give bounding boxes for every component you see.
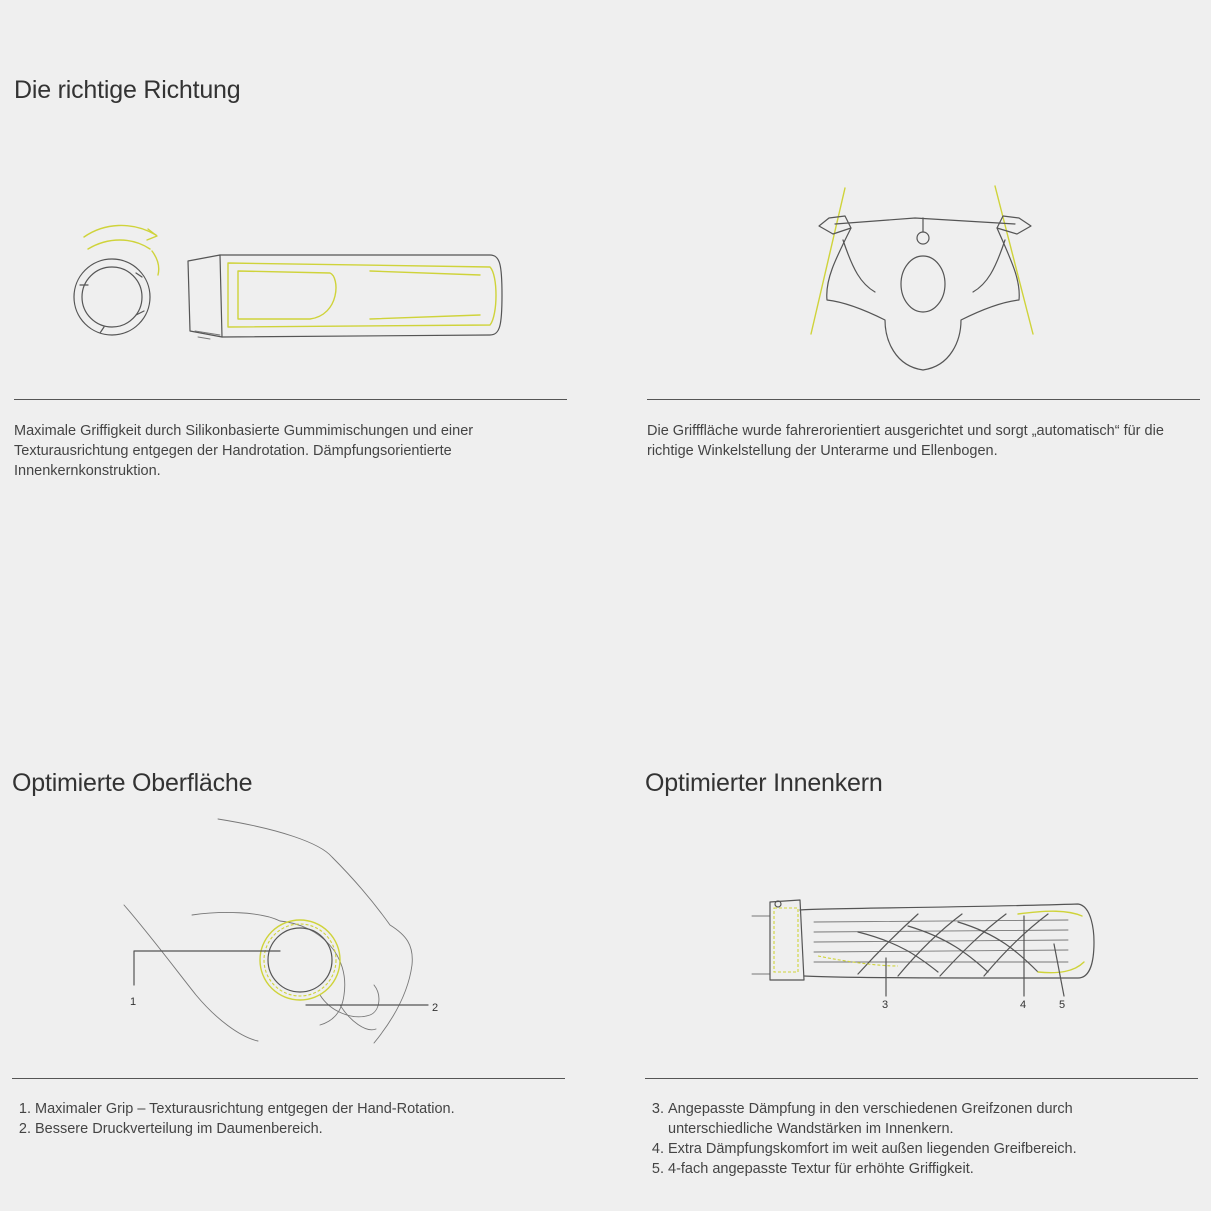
divider-top-left — [14, 399, 567, 400]
list-item: 4-fach angepasste Textur für erhöhte Gri… — [668, 1159, 1138, 1179]
divider-bottom-right — [645, 1078, 1198, 1079]
list-item: Angepasste Dämpfung in den verschiedenen… — [668, 1099, 1138, 1139]
callout-2: 2 — [432, 1002, 438, 1014]
divider-top-right — [647, 399, 1200, 400]
callout-1: 1 — [130, 996, 136, 1008]
rider-topview-illustration — [810, 185, 1034, 371]
divider-bottom-left — [12, 1078, 565, 1079]
section-title-richtung: Die richtige Richtung — [14, 76, 241, 104]
list-item: Bessere Druckverteilung im Daumenbereich… — [35, 1119, 575, 1139]
list-item: Maximaler Grip – Texturausrichtung entge… — [35, 1099, 575, 1119]
section-title-innenkern: Optimierter Innenkern — [645, 769, 883, 797]
oberflaeche-feature-list: Maximaler Grip – Texturausrichtung entge… — [12, 1099, 575, 1139]
list-item: Extra Dämpfungskomfort im weit außen lie… — [668, 1139, 1138, 1159]
richtung-description-left: Maximale Griffigkeit durch Silikonbasier… — [14, 423, 474, 479]
section-title-oberflaeche: Optimierte Oberfläche — [12, 769, 253, 797]
grip-texture-illustration: 3 4 5 — [751, 899, 1095, 1011]
callout-4: 4 — [1020, 999, 1026, 1011]
innenkern-feature-list: Angepasste Dämpfung in den verschiedenen… — [645, 1099, 1138, 1179]
callout-5: 5 — [1059, 999, 1065, 1011]
richtung-description-right: Die Grifffläche wurde fahrerorientiert a… — [647, 423, 1164, 459]
callout-3: 3 — [882, 999, 888, 1011]
hand-grip-illustration: 1 2 — [123, 818, 438, 1044]
grip-rotation-illustration — [73, 224, 503, 340]
